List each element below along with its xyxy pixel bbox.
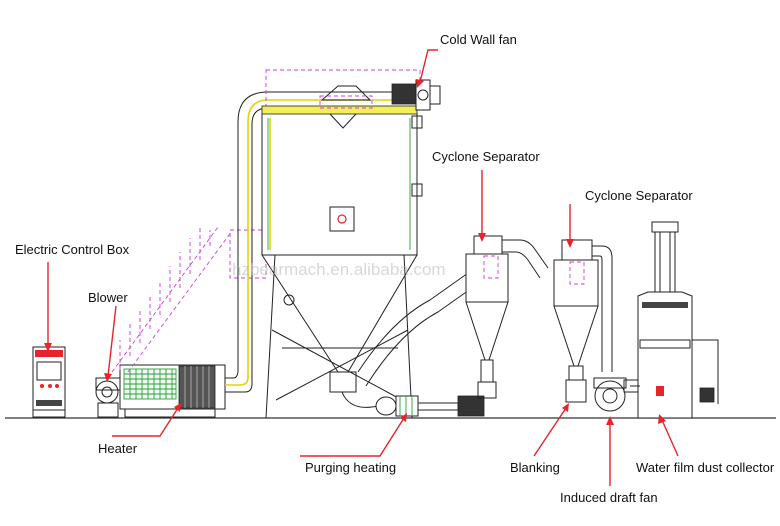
label-cyclone-separator-1: Cyclone Separator: [432, 149, 540, 164]
cyclone-separator-2: [553, 239, 613, 403]
label-blanking: Blanking: [510, 460, 560, 475]
leader-lines: [44, 49, 679, 486]
induced-draft-fan: [593, 377, 641, 412]
label-heater: Heater: [98, 441, 138, 456]
duct-to-cyclone-1: [357, 265, 487, 387]
purging-heating-unit: [341, 391, 485, 417]
label-water-film-dust-collector: Water film dust collector: [636, 460, 775, 475]
electric-control-box: [32, 346, 66, 418]
watermark: hzbearmach.en.alibaba.com: [232, 260, 446, 279]
stairs: [111, 226, 267, 373]
label-cold-wall-fan: Cold Wall fan: [440, 32, 517, 47]
water-film-dust-collector: [630, 221, 719, 419]
heater: [119, 364, 226, 418]
drying-chamber: [261, 69, 423, 419]
label-cyclone-separator-2: Cyclone Separator: [585, 188, 693, 203]
label-blower: Blower: [88, 290, 128, 305]
label-electric-control-box: Electric Control Box: [15, 242, 130, 257]
cyclone-separator-1: [465, 235, 549, 399]
label-induced-draft-fan: Induced draft fan: [560, 490, 658, 505]
blower: [95, 377, 121, 418]
cold-wall-fan: [391, 79, 441, 111]
label-purging-heating: Purging heating: [305, 460, 396, 475]
hot-air-duct: [225, 91, 412, 393]
